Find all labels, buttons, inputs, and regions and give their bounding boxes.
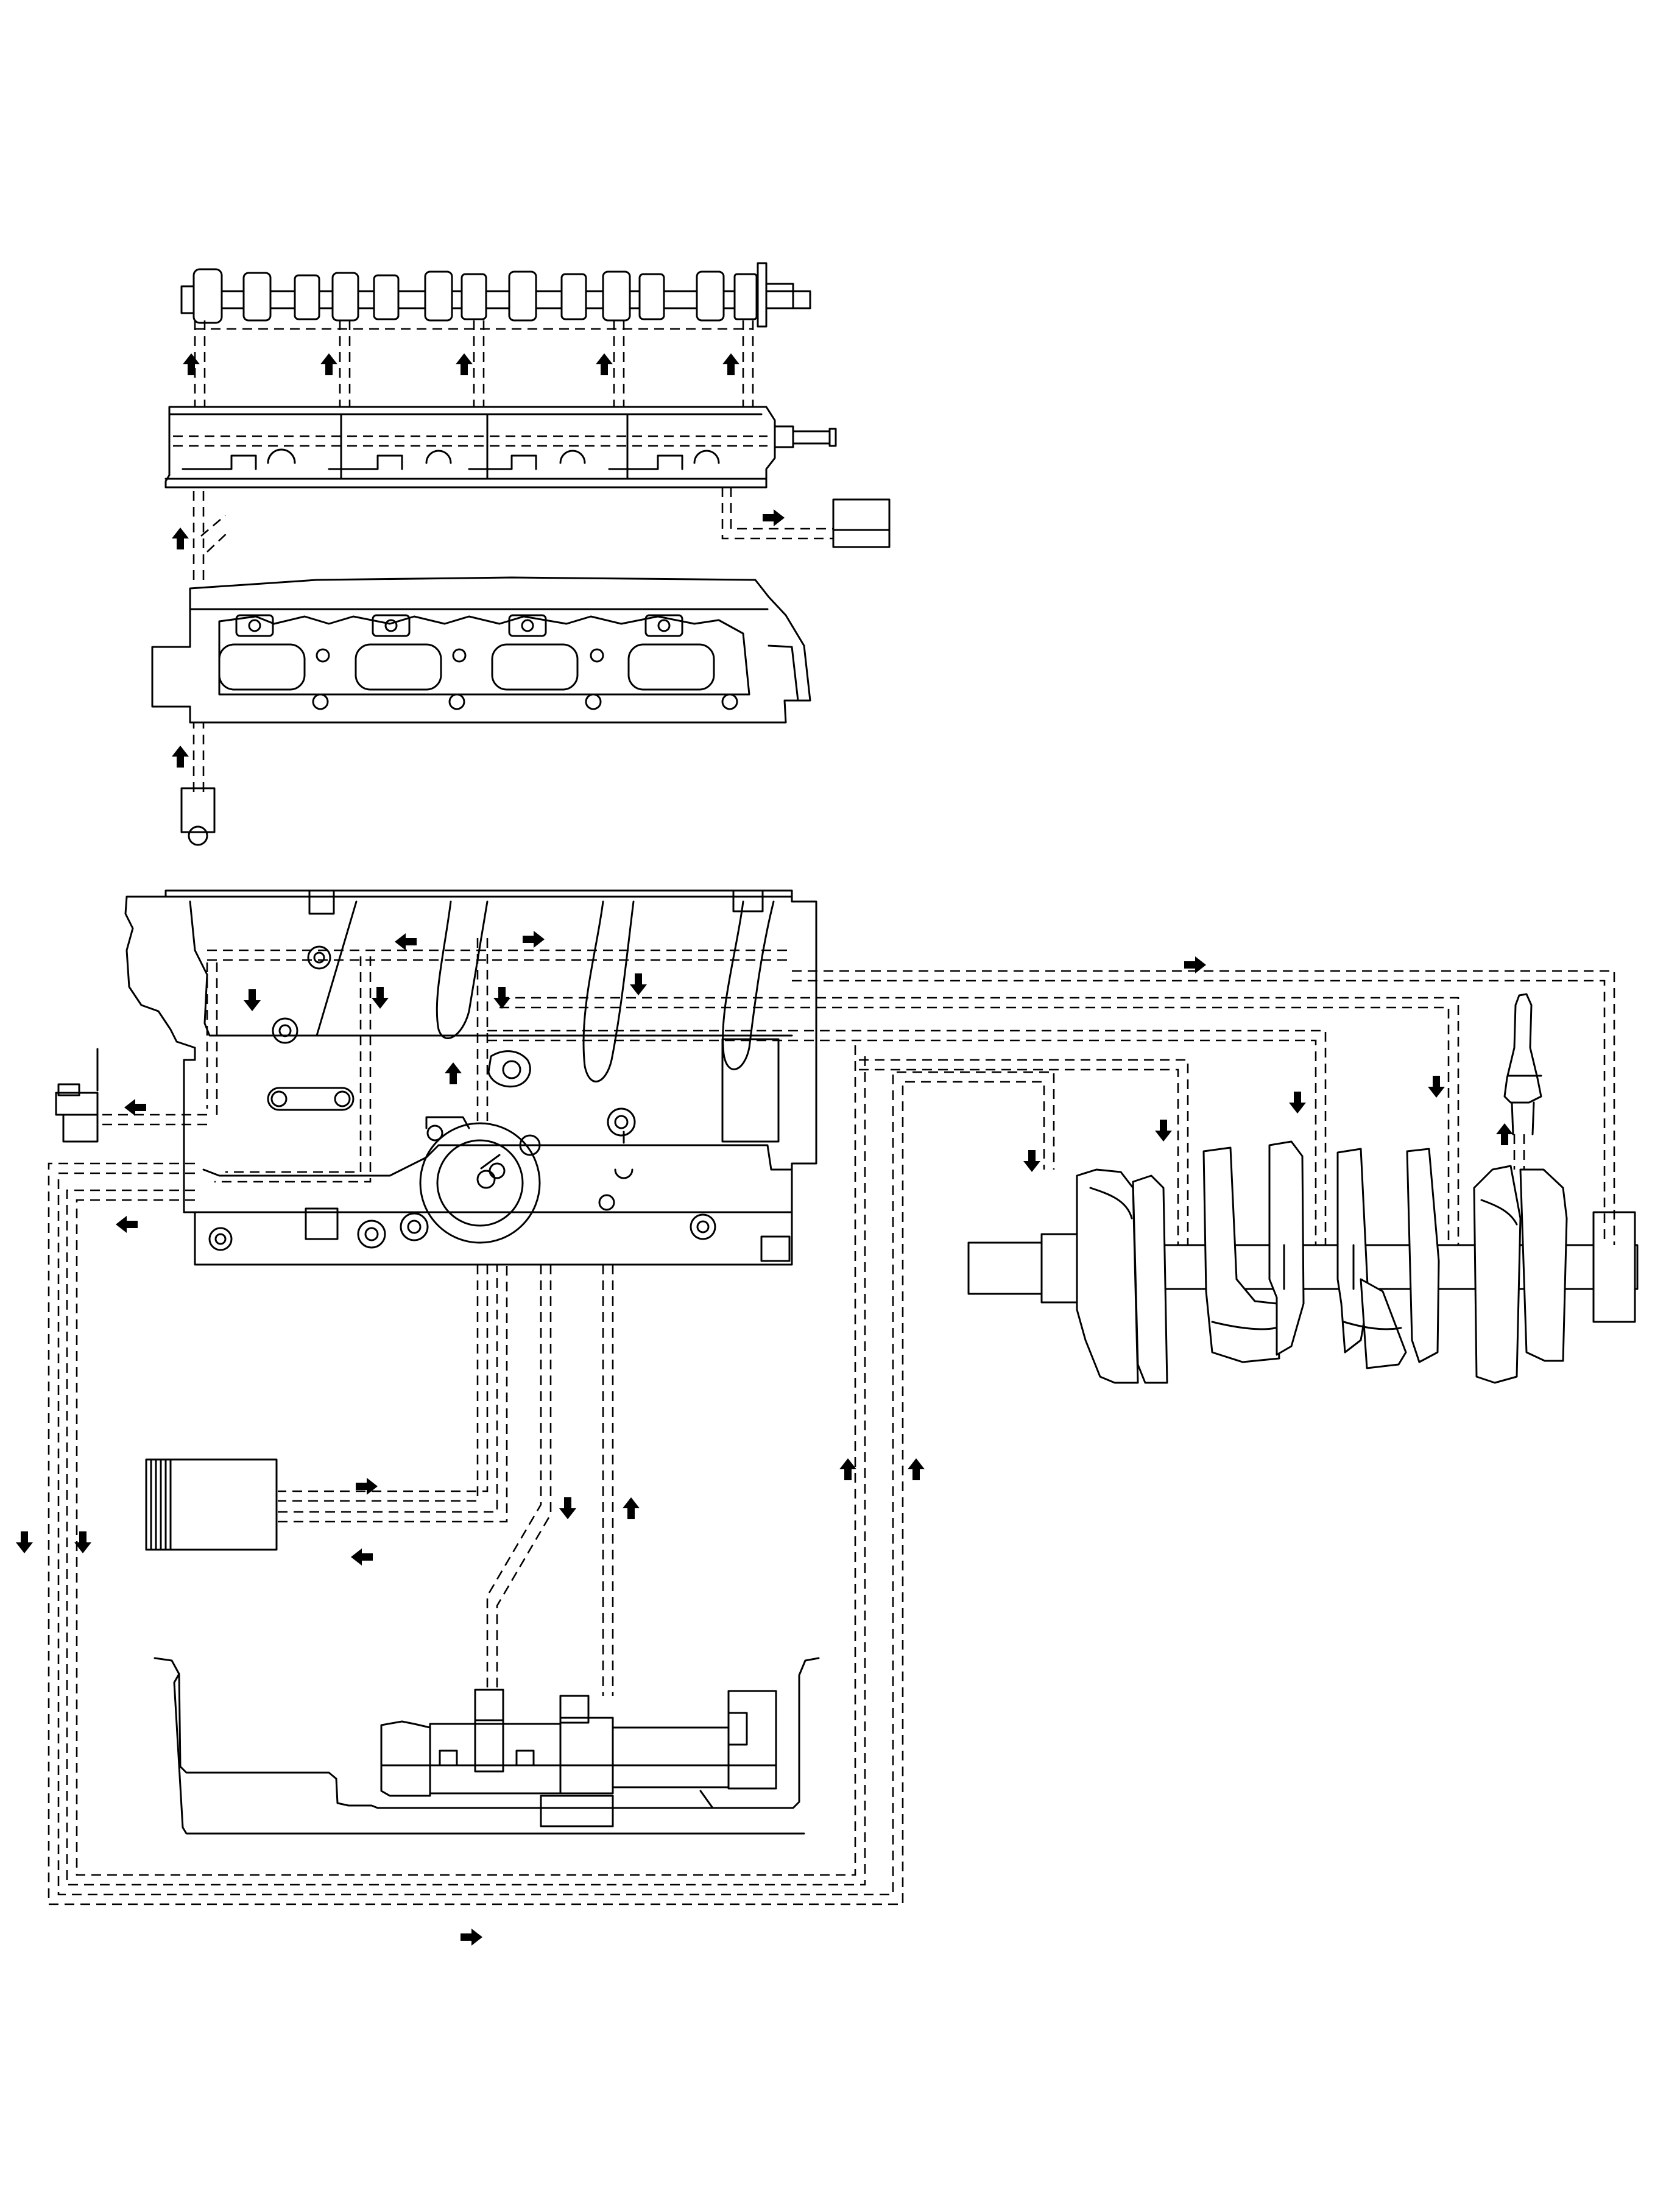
arrow-up-icon xyxy=(183,353,200,375)
arrow-down-icon xyxy=(244,989,261,1011)
arrow-up-icon xyxy=(1496,1123,1513,1145)
arrow-right-icon xyxy=(523,931,545,948)
arrow-up-icon xyxy=(456,353,473,375)
arrow-down-icon xyxy=(1023,1150,1040,1172)
arrow-down-icon xyxy=(559,1497,576,1519)
arrow-up-icon xyxy=(623,1497,640,1519)
arrow-up-icon xyxy=(445,1062,462,1084)
arrow-up-icon xyxy=(722,353,739,375)
oil-pan xyxy=(154,1657,820,1835)
arrow-left-icon xyxy=(395,933,417,950)
oil-passages xyxy=(48,320,1615,1905)
oil-pump-strainer xyxy=(380,1689,777,1827)
oil-filter xyxy=(145,1458,278,1551)
arrow-left-icon xyxy=(124,1099,146,1116)
arrow-up-icon xyxy=(839,1458,856,1480)
arrow-down-icon xyxy=(372,987,389,1009)
cylinder-block xyxy=(124,889,817,1266)
camshaft xyxy=(180,262,811,328)
arrow-down-icon xyxy=(1428,1076,1445,1098)
oil-jet xyxy=(180,787,216,846)
oil-pressure-switch xyxy=(55,1048,99,1143)
arrow-down-icon xyxy=(493,987,510,1009)
arrow-left-icon xyxy=(351,1548,373,1566)
arrow-down-icon xyxy=(16,1531,33,1553)
arrow-right-icon xyxy=(763,509,785,526)
arrow-down-icon xyxy=(1155,1120,1172,1142)
arrow-left-icon xyxy=(116,1216,138,1233)
oil-control-valve xyxy=(832,498,891,548)
arrow-up-icon xyxy=(320,353,337,375)
arrow-right-icon xyxy=(461,1929,482,1946)
crankshaft xyxy=(967,1140,1639,1384)
arrow-right-icon xyxy=(356,1478,378,1495)
arrow-down-icon xyxy=(630,973,647,995)
arrow-up-icon xyxy=(172,746,189,768)
arrow-up-icon xyxy=(908,1458,925,1480)
arrow-up-icon xyxy=(172,528,189,549)
camshaft-bearing-cap-housing xyxy=(164,406,837,489)
connecting-rod xyxy=(1503,993,1542,1135)
arrow-right-icon xyxy=(1184,956,1206,973)
arrow-down-icon xyxy=(1289,1092,1306,1114)
cylinder-head xyxy=(151,576,811,724)
arrow-up-icon xyxy=(596,353,613,375)
oil-pump xyxy=(419,1116,541,1244)
